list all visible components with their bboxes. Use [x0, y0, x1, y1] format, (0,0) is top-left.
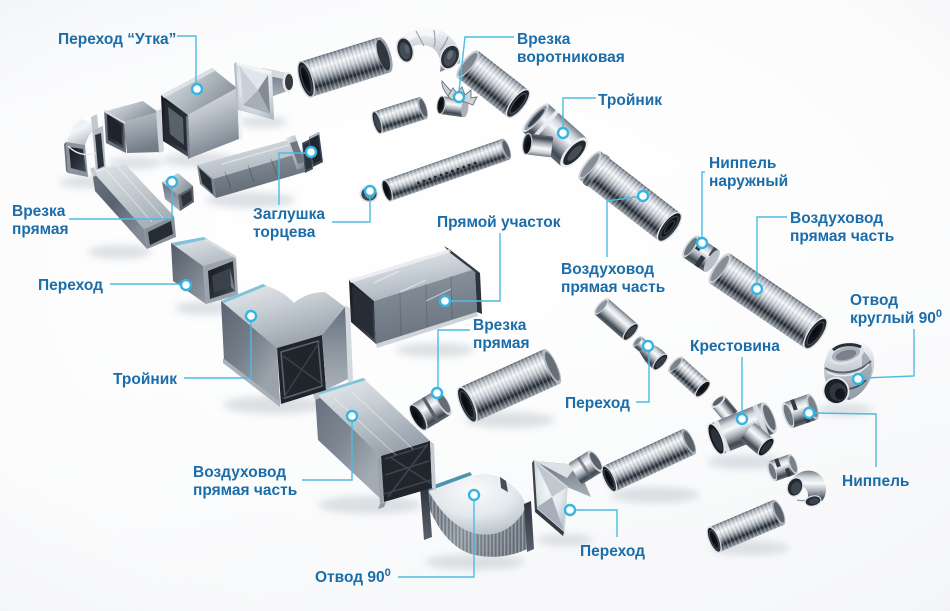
svg-text:Тройник: Тройник [113, 371, 177, 388]
svg-text:Переход “Утка”: Переход “Утка” [58, 31, 176, 48]
svg-text:Отвод 900: Отвод 900 [315, 567, 391, 586]
svg-text:Переход: Переход [580, 543, 645, 560]
svg-text:наружный: наружный [709, 173, 788, 190]
svg-text:Воздуховод: Воздуховод [790, 210, 883, 227]
svg-text:Ниппель: Ниппель [709, 155, 776, 172]
svg-text:Воздуховод: Воздуховод [193, 464, 286, 481]
svg-text:прямая часть: прямая часть [561, 279, 665, 296]
svg-text:Воздуховод: Воздуховод [561, 261, 654, 278]
svg-text:Врезка: Врезка [517, 31, 571, 48]
svg-text:Ниппель: Ниппель [842, 473, 909, 490]
svg-text:прямая: прямая [12, 221, 69, 238]
svg-text:Заглушка: Заглушка [253, 206, 325, 223]
svg-text:прямая: прямая [473, 335, 530, 352]
svg-text:Крестовина: Крестовина [690, 338, 780, 355]
svg-text:Врезка: Врезка [473, 317, 527, 334]
svg-text:Переход: Переход [38, 277, 103, 294]
svg-text:прямая часть: прямая часть [193, 482, 297, 499]
svg-text:воротниковая: воротниковая [517, 49, 625, 66]
svg-text:Врезка: Врезка [12, 203, 66, 220]
svg-text:Переход: Переход [565, 395, 630, 412]
svg-text:Тройник: Тройник [598, 92, 662, 109]
svg-text:прямая часть: прямая часть [790, 228, 894, 245]
svg-text:круглый 900: круглый 900 [850, 308, 942, 327]
svg-text:Отвод: Отвод [850, 292, 898, 309]
svg-text:Прямой участок: Прямой участок [437, 214, 561, 231]
svg-text:торцева: торцева [253, 224, 316, 241]
